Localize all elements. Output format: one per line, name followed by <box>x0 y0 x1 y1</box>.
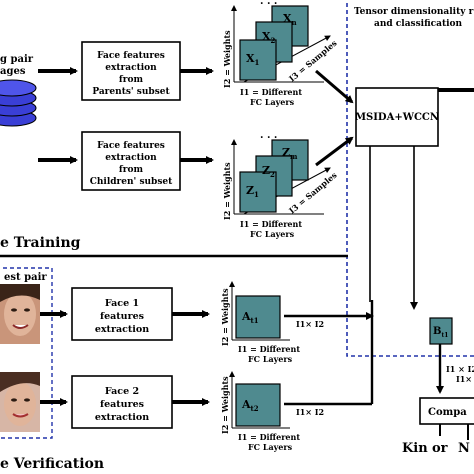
children-box-line1: Face features <box>97 141 165 151</box>
face2-box-line2: features <box>100 399 144 410</box>
arrow-x-to-msida <box>315 69 354 104</box>
dataset-label-line1: g pair <box>0 54 34 65</box>
parents-axis-weights: I2 = Weights <box>222 30 232 88</box>
svg-text:. . .: . . . <box>260 0 277 7</box>
matrix-a-t2: At2 I2 = Weights I1 = Different FC Layer… <box>220 371 300 452</box>
children-axis-weights: I2 = Weights <box>222 162 232 220</box>
svg-text:Bt1: Bt1 <box>433 326 448 339</box>
children-tensor: . . . Zm Z2 Z1 I2 = Weights I3 = Samples… <box>222 130 339 239</box>
parents-axis-layers-1: I1 = Different <box>240 87 302 97</box>
matrix2-dims: I1× I2 <box>296 407 324 417</box>
msida-label: MSIDA+WCCN <box>355 112 439 123</box>
parents-axis-layers-2: FC Layers <box>250 97 295 107</box>
tensor-z-slice-m: Zm <box>282 146 298 161</box>
reduction-title-line1: Tensor dimensionality r <box>354 7 474 17</box>
children-feature-extraction-box: Face features extraction from Children' … <box>81 131 181 191</box>
verification-section-label: e Verification <box>0 456 104 472</box>
tensor-z-slice-2: Z2 <box>262 164 275 179</box>
parents-box-line3: from <box>119 75 144 85</box>
children-box-line2: extraction <box>105 153 157 163</box>
face1-box-line2: features <box>100 311 144 322</box>
face-image-2 <box>0 372 40 432</box>
tensor-x-slice-2: X2 <box>262 30 276 45</box>
matrix2-axis-layers-1: I1 = Different <box>238 432 300 442</box>
svg-text:At1: At1 <box>241 310 259 325</box>
face2-box-line3: extraction <box>95 412 149 423</box>
parents-box-line4: Parents' subset <box>92 87 170 97</box>
test-pair-label: est pair <box>4 272 47 283</box>
children-box-line4: Children' subset <box>90 177 173 187</box>
result-kin: Kin <box>402 441 428 456</box>
parents-feature-extraction-box: Face features extraction from Parents' s… <box>81 41 181 101</box>
face1-box-line1: Face 1 <box>105 298 139 309</box>
matrix2-axis-weights: I2 = Weights <box>220 376 230 434</box>
face2-box-line1: Face 2 <box>105 386 139 397</box>
projection-b-t1: Bt1 <box>429 317 453 345</box>
matrix1-axis-layers-2: FC Layers <box>248 354 293 364</box>
parents-box-line2: extraction <box>105 63 157 73</box>
face1-box-line3: extraction <box>95 324 149 335</box>
result-non: N <box>458 441 470 456</box>
compare-label: Compa <box>428 407 467 418</box>
matrix1-axis-layers-1: I1 = Different <box>238 344 300 354</box>
test-pair-region <box>0 267 53 439</box>
children-box-line3: from <box>119 165 144 175</box>
dataset-label-line2: ages <box>0 66 26 77</box>
matrix-a-t1: At1 I2 = Weights I1 = Different FC Layer… <box>220 281 300 364</box>
face2-feature-extraction-box: Face 2 features extraction <box>71 375 173 429</box>
dims-right-line2: I1× <box>456 374 472 384</box>
face1-feature-extraction-box: Face 1 features extraction <box>71 287 173 341</box>
children-axis-layers-1: I1 = Different <box>240 219 302 229</box>
dims-right-line1: I1 × I2 <box>446 364 474 374</box>
matrix2-axis-layers-2: FC Layers <box>248 442 293 452</box>
database-icon <box>0 79 37 127</box>
face-image-1 <box>0 284 40 344</box>
svg-text:At2: At2 <box>241 398 259 413</box>
tensor-x-slice-1: X1 <box>246 52 260 67</box>
parents-tensor: . . . Xn X2 X1 I2 = Weights I3 = Samples… <box>222 0 339 107</box>
comparison-box: Compa <box>419 397 474 425</box>
matrix1-axis-weights: I2 = Weights <box>220 288 230 346</box>
parents-box-line1: Face features <box>97 51 165 61</box>
arrow-z-to-msida <box>315 136 354 167</box>
matrix1-dims: I1× I2 <box>296 319 324 329</box>
svg-text:. . .: . . . <box>260 130 277 141</box>
reduction-region <box>346 0 474 357</box>
training-section-label: e Training <box>0 235 81 251</box>
msida-wccn-box: MSIDA+WCCN <box>355 87 439 147</box>
tensor-z-slice-1: Z1 <box>246 184 259 199</box>
tensor-x-slice-n: Xn <box>283 12 297 27</box>
result-or: or <box>432 441 448 456</box>
reduction-title-line2: and classification <box>374 19 463 29</box>
children-axis-layers-2: FC Layers <box>250 229 295 239</box>
